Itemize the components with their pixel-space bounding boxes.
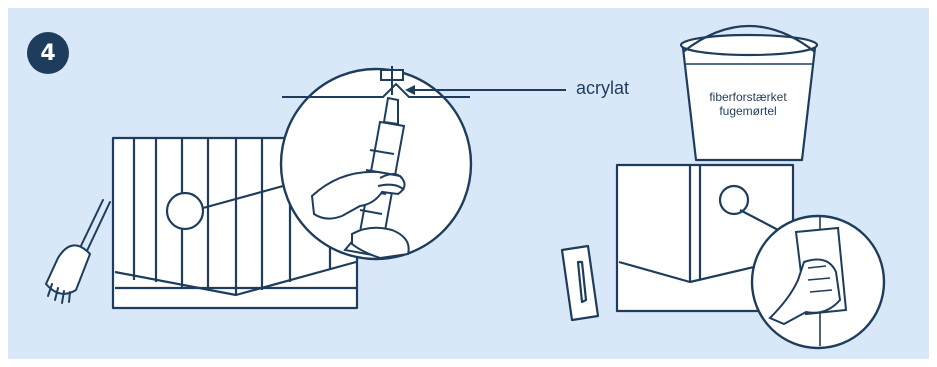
right-hand-fingers xyxy=(807,265,833,293)
trowel-icon xyxy=(560,244,600,322)
right-box-lines xyxy=(688,165,702,282)
wall-edge xyxy=(282,82,470,98)
callout-arrowhead xyxy=(405,85,415,95)
bucket-label-line2: fugemørtel xyxy=(719,104,777,118)
pipe-opening xyxy=(165,191,205,231)
bucket-label: fiberforstærket fugemørtel xyxy=(698,90,798,118)
acrylat-label: acrylat xyxy=(576,78,630,98)
zoom-detail-left xyxy=(279,66,473,261)
right-pipe-opening xyxy=(718,184,750,216)
step-number-badge: 4 xyxy=(27,32,69,74)
bucket-rim xyxy=(679,33,819,57)
hand-icon xyxy=(310,170,410,260)
zoom-detail-right xyxy=(750,214,886,350)
right-hand xyxy=(768,258,842,326)
bucket-handle xyxy=(682,25,816,53)
bucket-label-line1: fiberforstærket xyxy=(709,90,787,104)
zoom-line xyxy=(202,181,295,210)
brush-icon xyxy=(44,199,111,304)
bucket-icon xyxy=(679,25,819,162)
right-zoom-line xyxy=(739,209,783,233)
